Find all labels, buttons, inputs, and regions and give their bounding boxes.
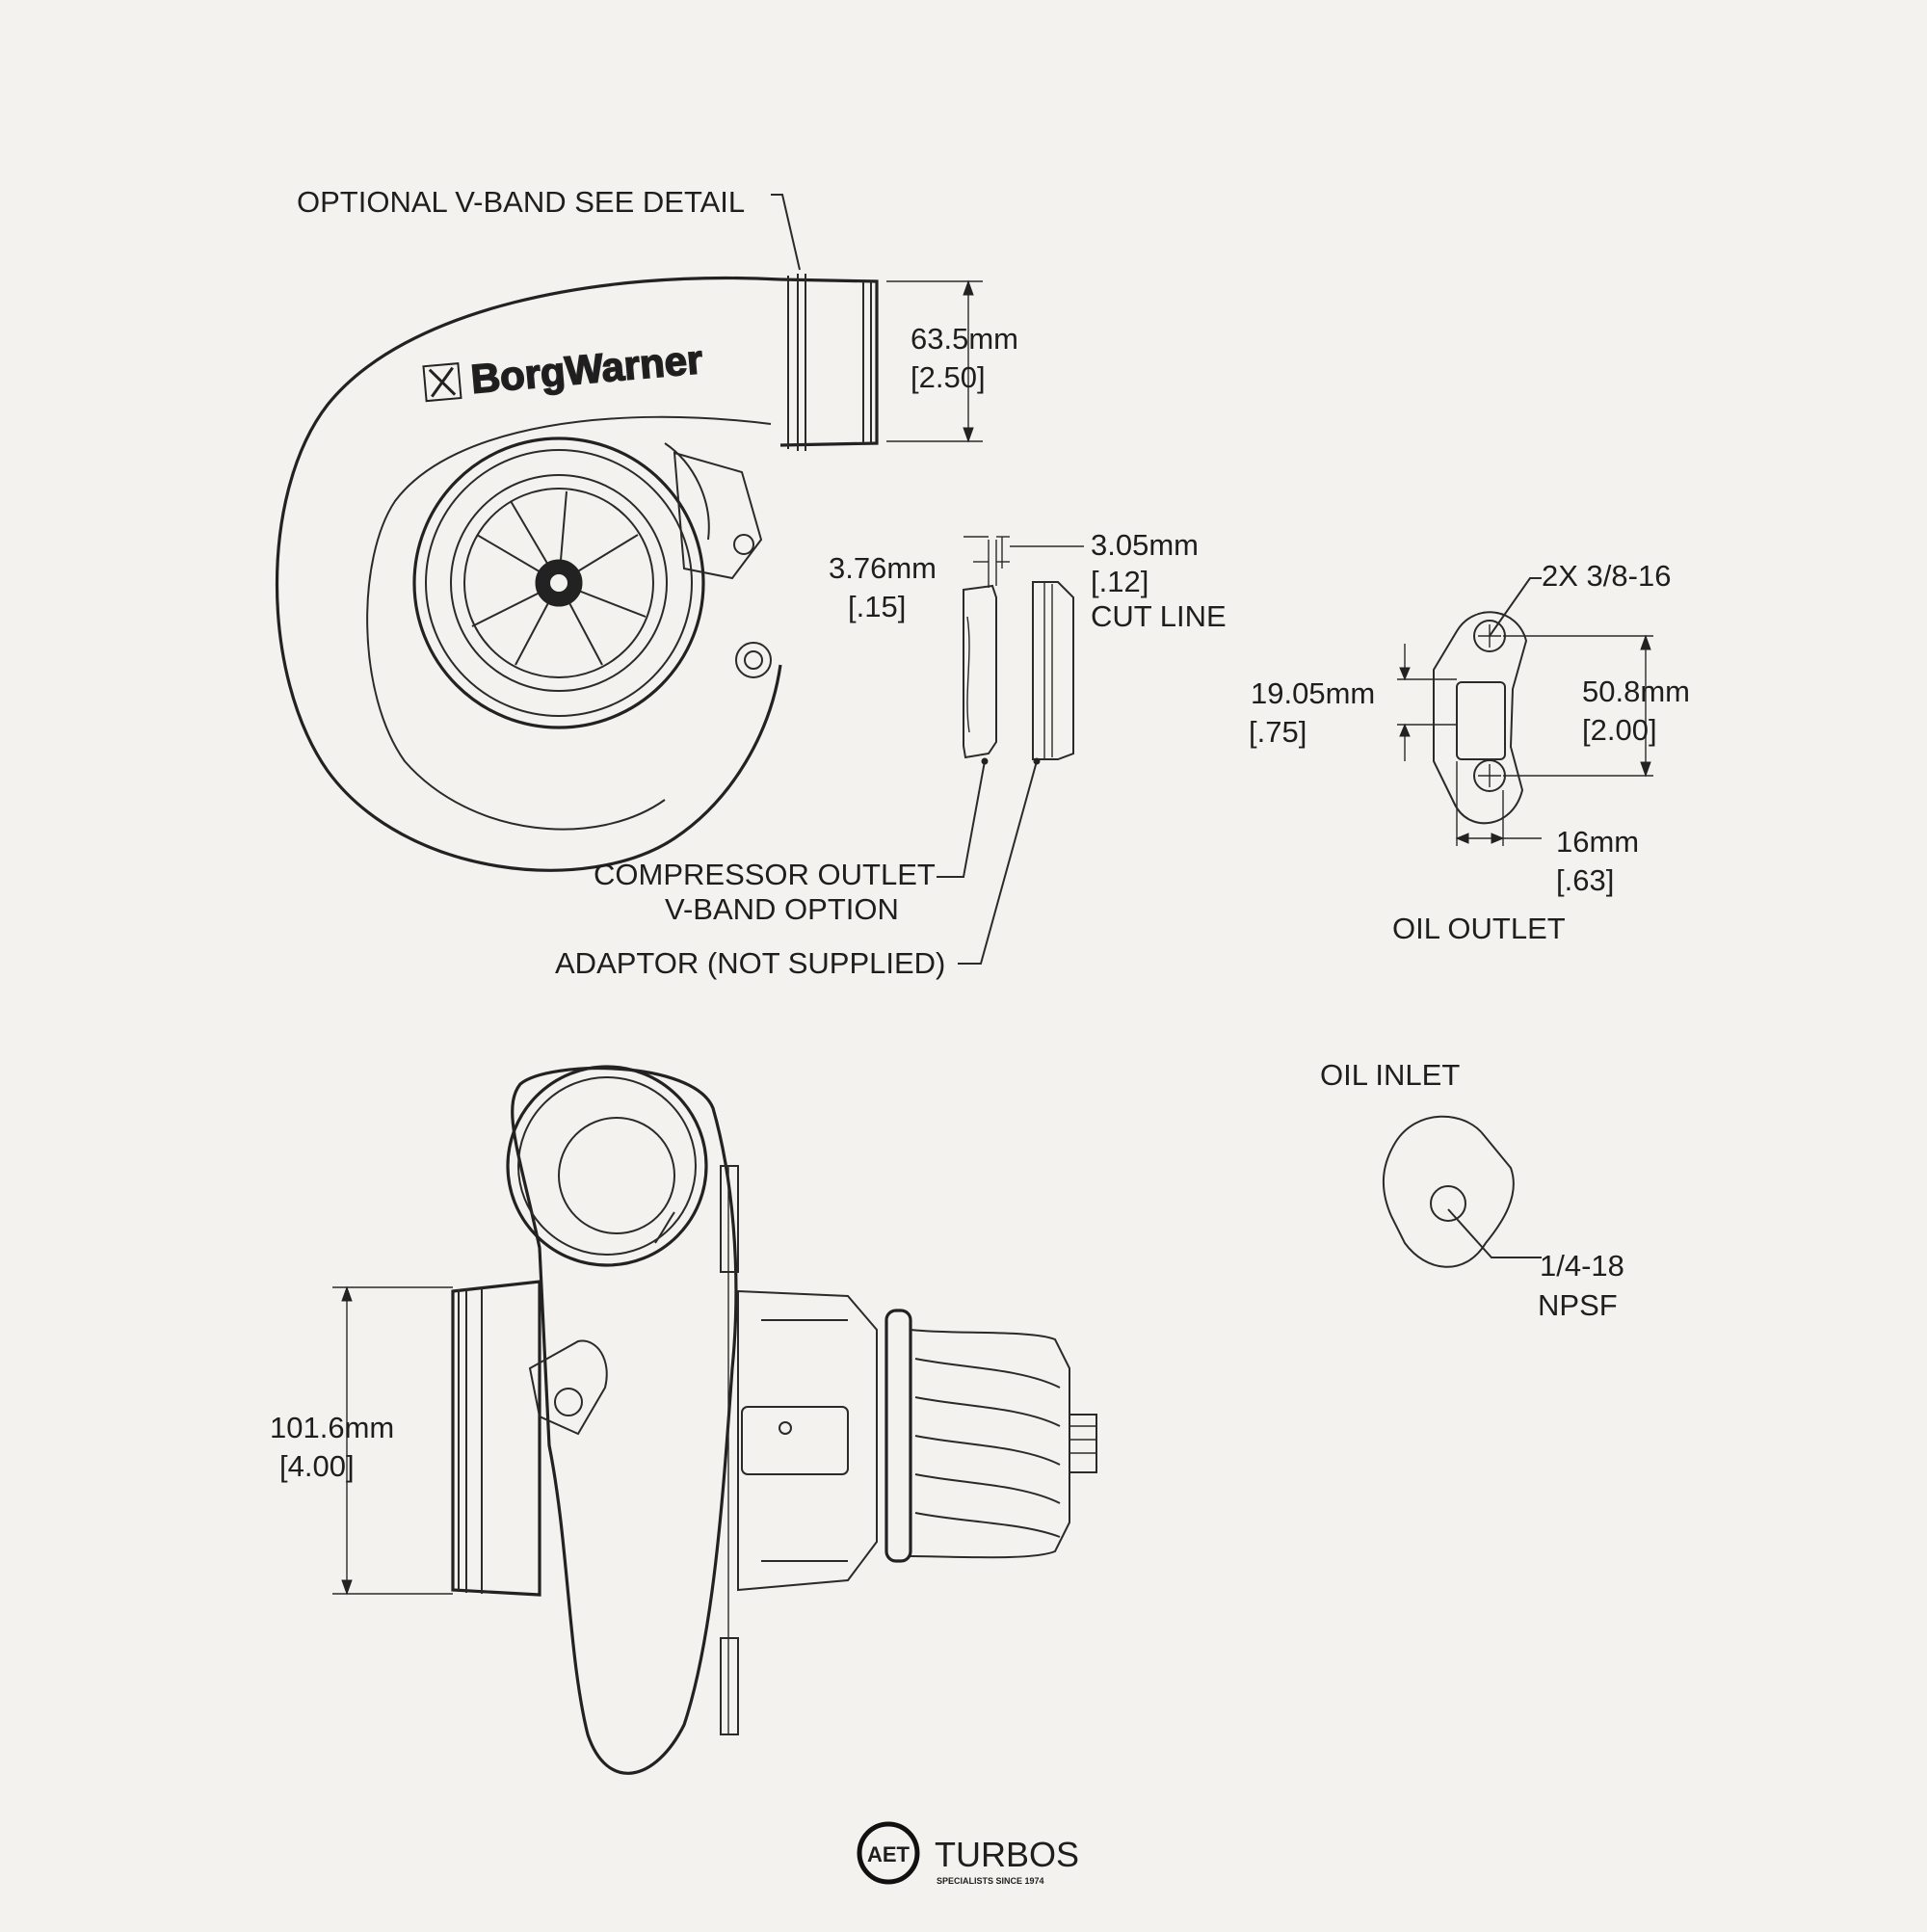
oil-inlet-thread-2: NPSF bbox=[1538, 1288, 1618, 1322]
dim-376-in: [.15] bbox=[848, 590, 906, 623]
footer-logo: AET TURBOS SPECIALISTS SINCE 1974 bbox=[857, 1821, 1079, 1886]
cut-line-label: CUT LINE bbox=[1091, 599, 1227, 633]
oil-outlet-width-mm: 16mm bbox=[1556, 825, 1639, 859]
borgwarner-logo-text: BorgWarner bbox=[469, 336, 704, 402]
inlet-dia-in: [4.00] bbox=[279, 1449, 355, 1483]
footer-logo-tagline: SPECIALISTS SINCE 1974 bbox=[937, 1876, 1044, 1886]
footer-logo-mark: AET bbox=[867, 1842, 911, 1866]
oil-outlet-slot-mm: 19.05mm bbox=[1251, 676, 1375, 710]
adaptor-label: ADAPTOR (NOT SUPPLIED) bbox=[555, 946, 945, 980]
compressor-outlet-label: COMPRESSOR OUTLET bbox=[594, 858, 936, 891]
oil-inlet-thread-1: 1/4-18 bbox=[1540, 1249, 1624, 1283]
dim-305-in: [.12] bbox=[1091, 565, 1148, 598]
vband-option-label: V-BAND OPTION bbox=[665, 892, 899, 926]
optional-vband-label: OPTIONAL V-BAND SEE DETAIL bbox=[297, 185, 745, 219]
dim-305-mm: 3.05mm bbox=[1091, 528, 1199, 562]
turbo-side-view: 101.6mm [4.00] bbox=[270, 1065, 1097, 1775]
compressor-front-view: BorgWarner OPTIONAL V-BAND SEE DETAIL 63… bbox=[276, 185, 1018, 872]
outlet-diameter-dimension: 63.5mm [2.50] bbox=[886, 279, 1018, 443]
footer-logo-name: TURBOS bbox=[935, 1835, 1079, 1874]
borgwarner-emblem-icon bbox=[422, 362, 462, 403]
outlet-dia-mm: 63.5mm bbox=[911, 322, 1018, 356]
oil-outlet-title: OIL OUTLET bbox=[1392, 912, 1566, 945]
outlet-dia-in: [2.50] bbox=[911, 360, 986, 394]
oil-outlet-flange: 19.05mm [.75] 50.8mm [2.00] 16mm [.63] 2… bbox=[1249, 559, 1690, 945]
dim-376-mm: 3.76mm bbox=[829, 551, 937, 585]
aet-emblem-icon bbox=[857, 1821, 920, 1885]
oil-outlet-bolt-spec: 2X 3/8-16 bbox=[1542, 559, 1671, 593]
flange-bolts bbox=[720, 1165, 739, 1735]
vband-detail: 3.76mm [.15] 3.05mm [.12] CUT LINE COMPR… bbox=[555, 528, 1227, 980]
housing-brand-logo: BorgWarner bbox=[422, 335, 705, 403]
oil-outlet-width-in: [.63] bbox=[1556, 863, 1614, 897]
oil-inlet-title: OIL INLET bbox=[1320, 1058, 1460, 1092]
oil-outlet-spacing-mm: 50.8mm bbox=[1582, 675, 1690, 708]
inlet-diameter-dimension: 101.6mm [4.00] bbox=[270, 1285, 453, 1596]
oil-outlet-slot-in: [.75] bbox=[1249, 715, 1307, 749]
inlet-dia-mm: 101.6mm bbox=[270, 1411, 394, 1444]
oil-inlet-flange: OIL INLET 1/4-18 NPSF bbox=[1320, 1058, 1624, 1322]
oil-outlet-spacing-in: [2.00] bbox=[1582, 713, 1657, 747]
